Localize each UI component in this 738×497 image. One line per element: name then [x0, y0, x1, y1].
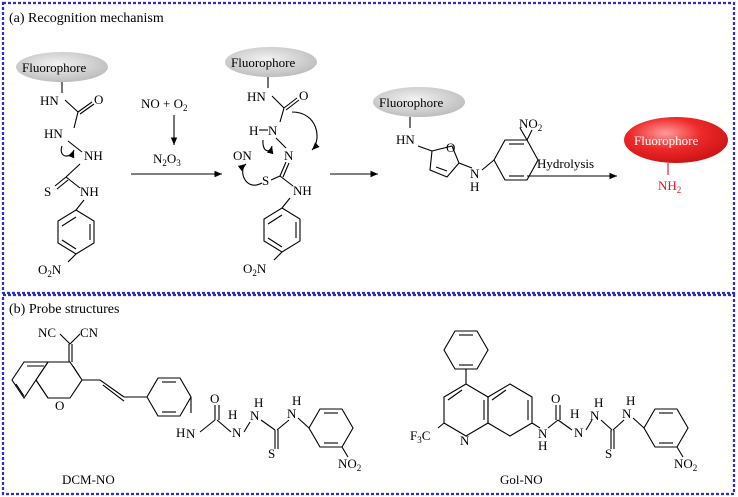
hn-label-3: HN: [396, 132, 415, 147]
n-label-dcm-2: N: [232, 425, 242, 440]
h-label-gol-1: H: [538, 438, 547, 453]
n-label-dcm-1: N: [186, 426, 196, 441]
reagent-n2o3: N2O3: [153, 151, 181, 168]
fluorophore-label-3: Fluorophore: [379, 95, 444, 110]
o-label-1: O: [94, 92, 103, 107]
fluorophore-label-1: Fluorophore: [22, 60, 87, 75]
n-label-gol-2: N: [574, 425, 584, 440]
n-label-2b: N: [284, 148, 294, 163]
o-label-dcm: O: [55, 398, 64, 413]
s-label-dcm: S: [268, 446, 275, 461]
nh-label-1b: NH: [80, 184, 99, 199]
structure-2: Fluorophore HN O H N N ON S NH O2N: [225, 47, 320, 278]
product-amine: Fluorophore NH2: [624, 117, 728, 195]
o-label-2: O: [299, 88, 308, 103]
f3c-label: F3C: [410, 428, 430, 445]
no2-label-3: NO2: [519, 116, 542, 133]
o-label-gol: O: [551, 391, 560, 406]
fluorophore-ellipse-2: [225, 47, 317, 77]
h-label-dcm-2: H: [228, 407, 237, 422]
h-label-gol-3: H: [594, 395, 603, 410]
reaction-arrow-3: Hydrolysis: [527, 156, 617, 180]
n-label-dcm-4: N: [287, 406, 297, 421]
fluorophore-label-red: Fluorophore: [634, 133, 699, 148]
panel-b-border: [1, 293, 736, 496]
nh-label-2: NH: [293, 183, 312, 198]
s-label-gol: S: [605, 446, 612, 461]
hydrolysis-label: Hydrolysis: [537, 156, 594, 171]
fluorophore-label-2: Fluorophore: [231, 55, 296, 70]
n-label-2a: N: [268, 123, 278, 138]
probe-name-dcm: DCM-NO: [62, 472, 115, 487]
nh-label-1: NH: [84, 148, 103, 163]
h-label-2: H: [249, 123, 258, 138]
h-label-dcm: H: [176, 425, 185, 440]
h-label-dcm-3: H: [254, 395, 263, 410]
probe-dcm-no: NC CN O H N O N H N H S: [11, 325, 361, 487]
o-label-dcm-2: O: [210, 391, 219, 406]
probe-gol-no: N F3C N H O N H N H S N H NO2 Gol-NO: [410, 330, 697, 487]
no2-label-gol: NO2: [674, 456, 697, 473]
nc-label: NC: [38, 325, 56, 340]
no2-label-dcm: NO2: [338, 456, 361, 473]
fluorophore-ellipse-3: [373, 87, 465, 117]
fluorophore-ellipse-1: [16, 52, 108, 82]
hn-label-1b: HN: [44, 126, 63, 141]
panel-a-title: (a) Recognition mechanism: [9, 11, 164, 26]
n-label-dcm-3: N: [250, 408, 260, 423]
hn-label-1a: HN: [40, 93, 59, 108]
nh2-label: NH2: [658, 178, 681, 195]
probe-name-gol: Gol-NO: [500, 472, 543, 487]
panel-a-border: [1, 1, 736, 295]
h-label-gol-4: H: [626, 393, 635, 408]
n-label-gol-4: N: [622, 406, 632, 421]
n-label-gol-1: N: [538, 426, 548, 441]
h-label-gol-2: H: [570, 406, 579, 421]
structure-1: Fluorophore HN O HN NH S NH O2N: [16, 52, 108, 279]
n-label-gol-3: N: [590, 408, 600, 423]
s-label-2: S: [262, 173, 269, 188]
n-label-gol-ring: N: [460, 433, 470, 448]
reagent-no-o2: NO + O2: [141, 96, 188, 113]
reaction-arrow-1: NO + O2 N2O3: [131, 96, 222, 178]
o2n-label-1: O2N: [38, 262, 62, 279]
fluorophore-ellipse-red: [624, 117, 728, 163]
hn-label-2a: HN: [247, 89, 266, 104]
o2n-label-2: O2N: [243, 261, 267, 278]
on-label-2: ON: [233, 148, 252, 163]
panel-b-title: (b) Probe structures: [9, 302, 119, 317]
h-label-dcm-4: H: [292, 393, 301, 408]
cn-label: CN: [80, 325, 99, 340]
s-label-1: S: [44, 184, 51, 199]
o-label-3: O: [446, 140, 455, 155]
